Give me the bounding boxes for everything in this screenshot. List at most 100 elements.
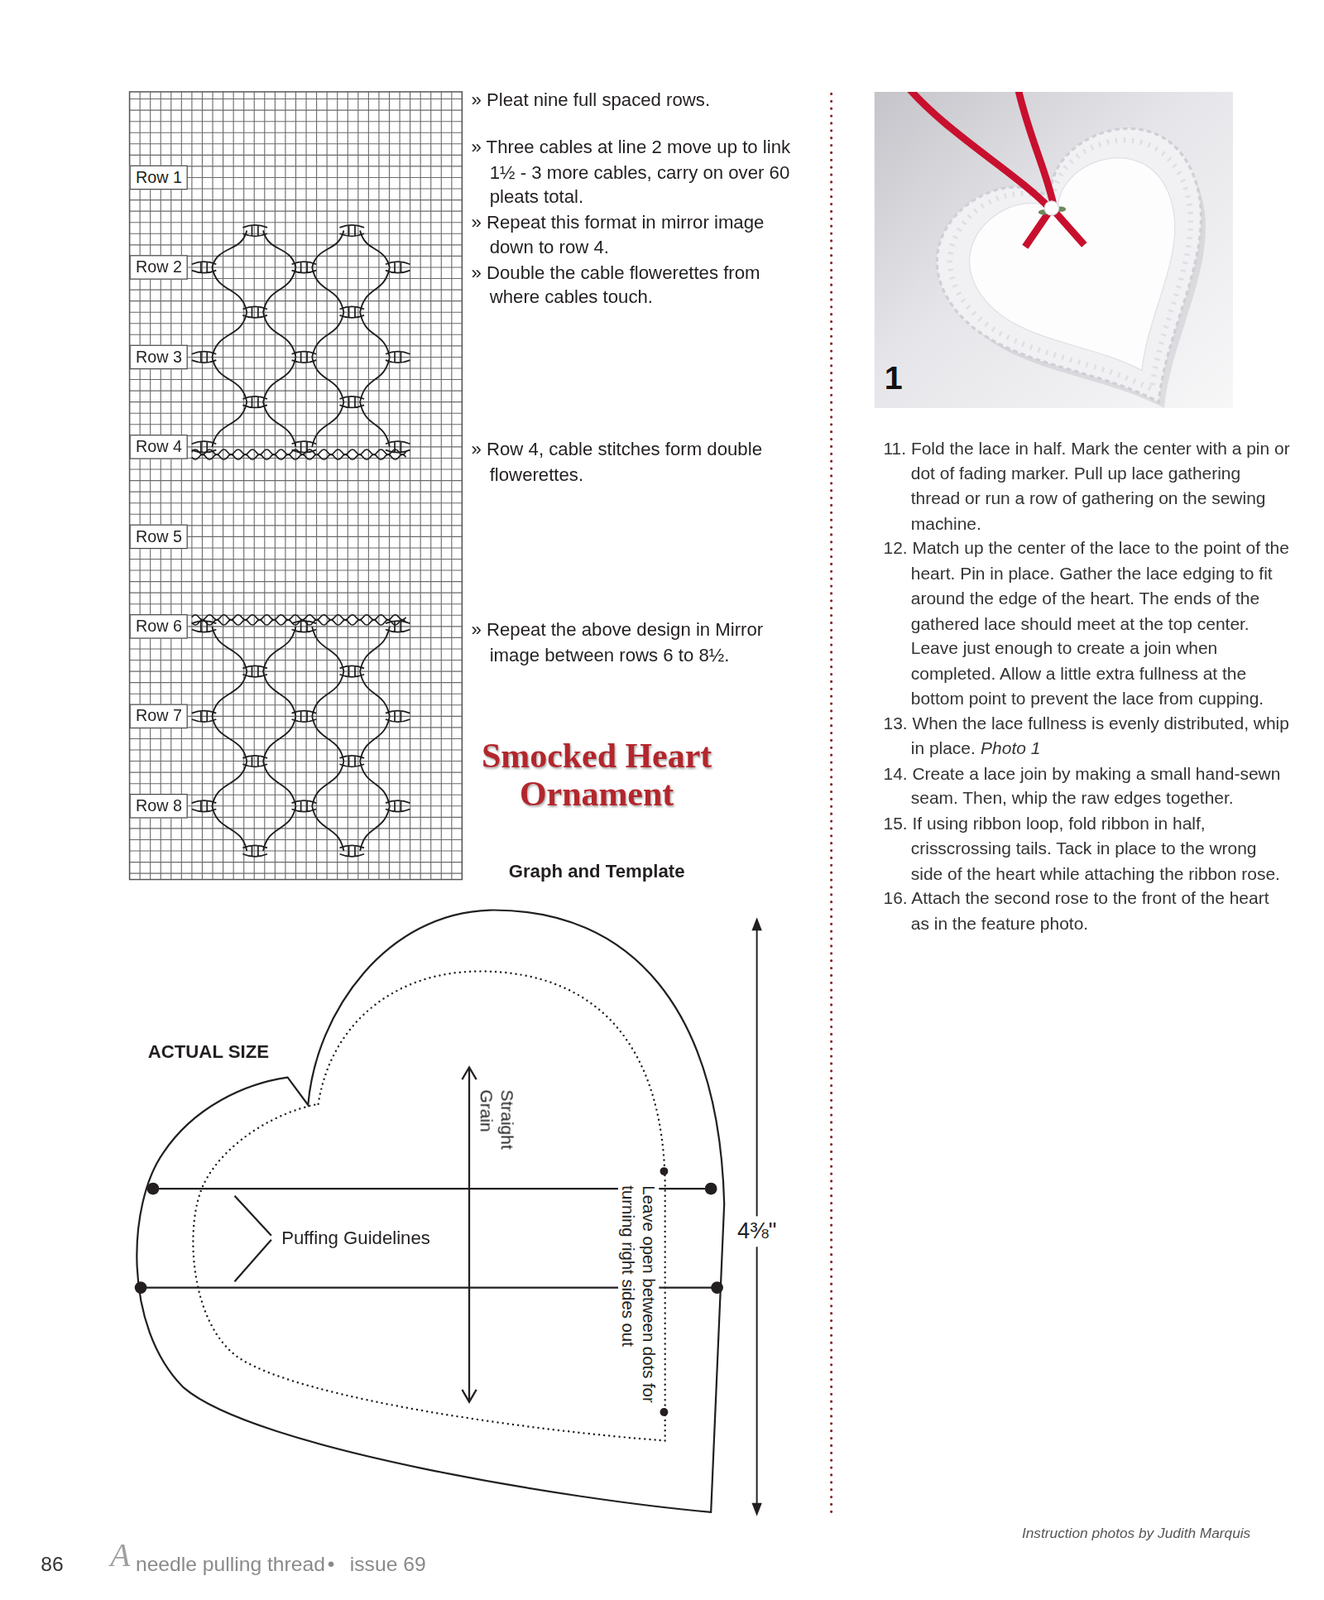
subtitle: Graph and Template <box>508 859 686 883</box>
cable-line <box>359 805 390 851</box>
row-label: Row 4 <box>135 437 183 456</box>
column-divider <box>829 93 833 1516</box>
cable-line <box>359 311 390 357</box>
cable-line <box>211 671 247 716</box>
row-label: Row 5 <box>135 527 183 546</box>
feature-photo: 1 <box>873 91 1233 408</box>
separator: • <box>327 1551 336 1577</box>
row-label: Row 2 <box>135 258 183 277</box>
grid-line <box>129 570 463 571</box>
grid-line <box>129 120 463 122</box>
grain-arrowhead <box>461 1066 476 1401</box>
heart-template: Straight GrainPuffing GuidelinesLeave op… <box>119 899 734 1524</box>
grid-line <box>129 423 463 425</box>
cable-line <box>211 356 247 402</box>
grid-line <box>129 580 463 582</box>
grid-line <box>129 211 463 212</box>
cable-line <box>211 715 247 761</box>
cable-line <box>211 805 247 851</box>
cable-line <box>263 311 296 357</box>
cable-line <box>263 267 296 312</box>
grid-line <box>129 401 463 403</box>
grid-line <box>129 849 463 851</box>
grid-line <box>129 300 463 302</box>
template-label: Straight Grain <box>474 1088 516 1149</box>
fabric-heart <box>950 138 1234 408</box>
seam-line <box>192 970 665 1440</box>
row-label-box: Row 7 <box>129 704 189 730</box>
cable-line <box>211 267 247 312</box>
cable-line <box>359 356 390 402</box>
photo-art <box>873 91 1233 408</box>
grid-line <box>129 873 463 874</box>
heart-outline <box>136 910 725 1512</box>
cable-line <box>359 267 390 312</box>
cable-flowerette <box>385 710 411 723</box>
cable-line <box>211 402 247 447</box>
grid-line <box>129 681 463 683</box>
marker-dot <box>710 1280 724 1294</box>
cable-line <box>311 715 344 761</box>
cable-flowerette <box>339 755 365 768</box>
double-flowerette-row <box>191 614 407 620</box>
grid-line <box>129 827 463 829</box>
double-flowerette-row <box>191 449 407 455</box>
instruction-bullet-block: » Repeat this format in mirror image dow… <box>470 209 813 260</box>
page-title: Smocked Heart Ornament <box>470 736 722 812</box>
cable-line <box>311 356 344 402</box>
cable-line <box>311 805 344 851</box>
cable-line <box>359 626 390 672</box>
marker-dot <box>134 1280 148 1294</box>
cable-flowerette <box>339 665 365 677</box>
cable-flowerette <box>242 844 268 857</box>
grid-line <box>129 760 463 762</box>
marker-dot <box>660 1407 669 1416</box>
instruction-step: 16. Attach the second rose to the front … <box>882 888 1269 934</box>
grid-line <box>129 502 463 504</box>
instruction-step-block: 11. Fold the lace in half. Mark the cent… <box>882 436 1291 538</box>
cable-line <box>359 402 390 447</box>
row-label-box: Row 8 <box>129 793 189 819</box>
row-label-box: Row 4 <box>129 434 189 460</box>
grid-line <box>129 378 463 380</box>
cable-line <box>359 671 390 716</box>
instruction-bullet: » Row 4, cable stitches form double flow… <box>470 436 813 487</box>
grid-line <box>129 592 463 594</box>
grid-line <box>129 468 463 470</box>
instruction-bullet: » Double the cable flowerettes from wher… <box>470 261 760 308</box>
instruction-step: 14. Create a lace join by making a small… <box>882 763 1281 809</box>
row-label-box: Row 5 <box>129 524 189 550</box>
grid-line <box>129 334 463 336</box>
instruction-step: 13. When the lace fullness is evenly dis… <box>882 713 1289 758</box>
grid-line <box>129 98 463 100</box>
cable-line <box>311 267 344 312</box>
ribbon <box>904 91 1085 247</box>
cable-line <box>311 311 344 357</box>
cable-flowerette <box>339 225 365 237</box>
cable-line <box>359 715 390 761</box>
grid-line <box>129 748 463 750</box>
instruction-step-block: 12. Match up the center of the lace to t… <box>882 536 1291 711</box>
marker-dot <box>660 1166 669 1176</box>
cable-flowerette <box>292 351 317 364</box>
cable-flowerette <box>242 396 268 408</box>
row-label-box: Row 6 <box>129 614 189 639</box>
row-label: Row 8 <box>135 796 183 816</box>
arrowhead <box>751 916 762 931</box>
grid-line <box>129 839 463 840</box>
cable-line <box>359 230 390 268</box>
grid-line <box>129 154 463 156</box>
instruction-step: 12. Match up the center of the lace to t… <box>882 538 1289 709</box>
grid-line <box>129 322 463 324</box>
row-label-box: Row 2 <box>129 254 189 280</box>
instruction-step: 15. If using ribbon loop, fold ribbon in… <box>882 813 1280 883</box>
photo-credit: Instruction photos by Judith Marquis <box>1021 1522 1251 1541</box>
scale-note: ACTUAL SIZE <box>148 1040 269 1063</box>
cable-flowerette <box>242 225 268 237</box>
instruction-step-block: 14. Create a lace join by making a small… <box>882 761 1291 811</box>
cable-line <box>211 311 247 357</box>
grid-line <box>129 289 463 291</box>
grid-line <box>129 861 463 863</box>
cable-flowerette <box>292 800 317 812</box>
